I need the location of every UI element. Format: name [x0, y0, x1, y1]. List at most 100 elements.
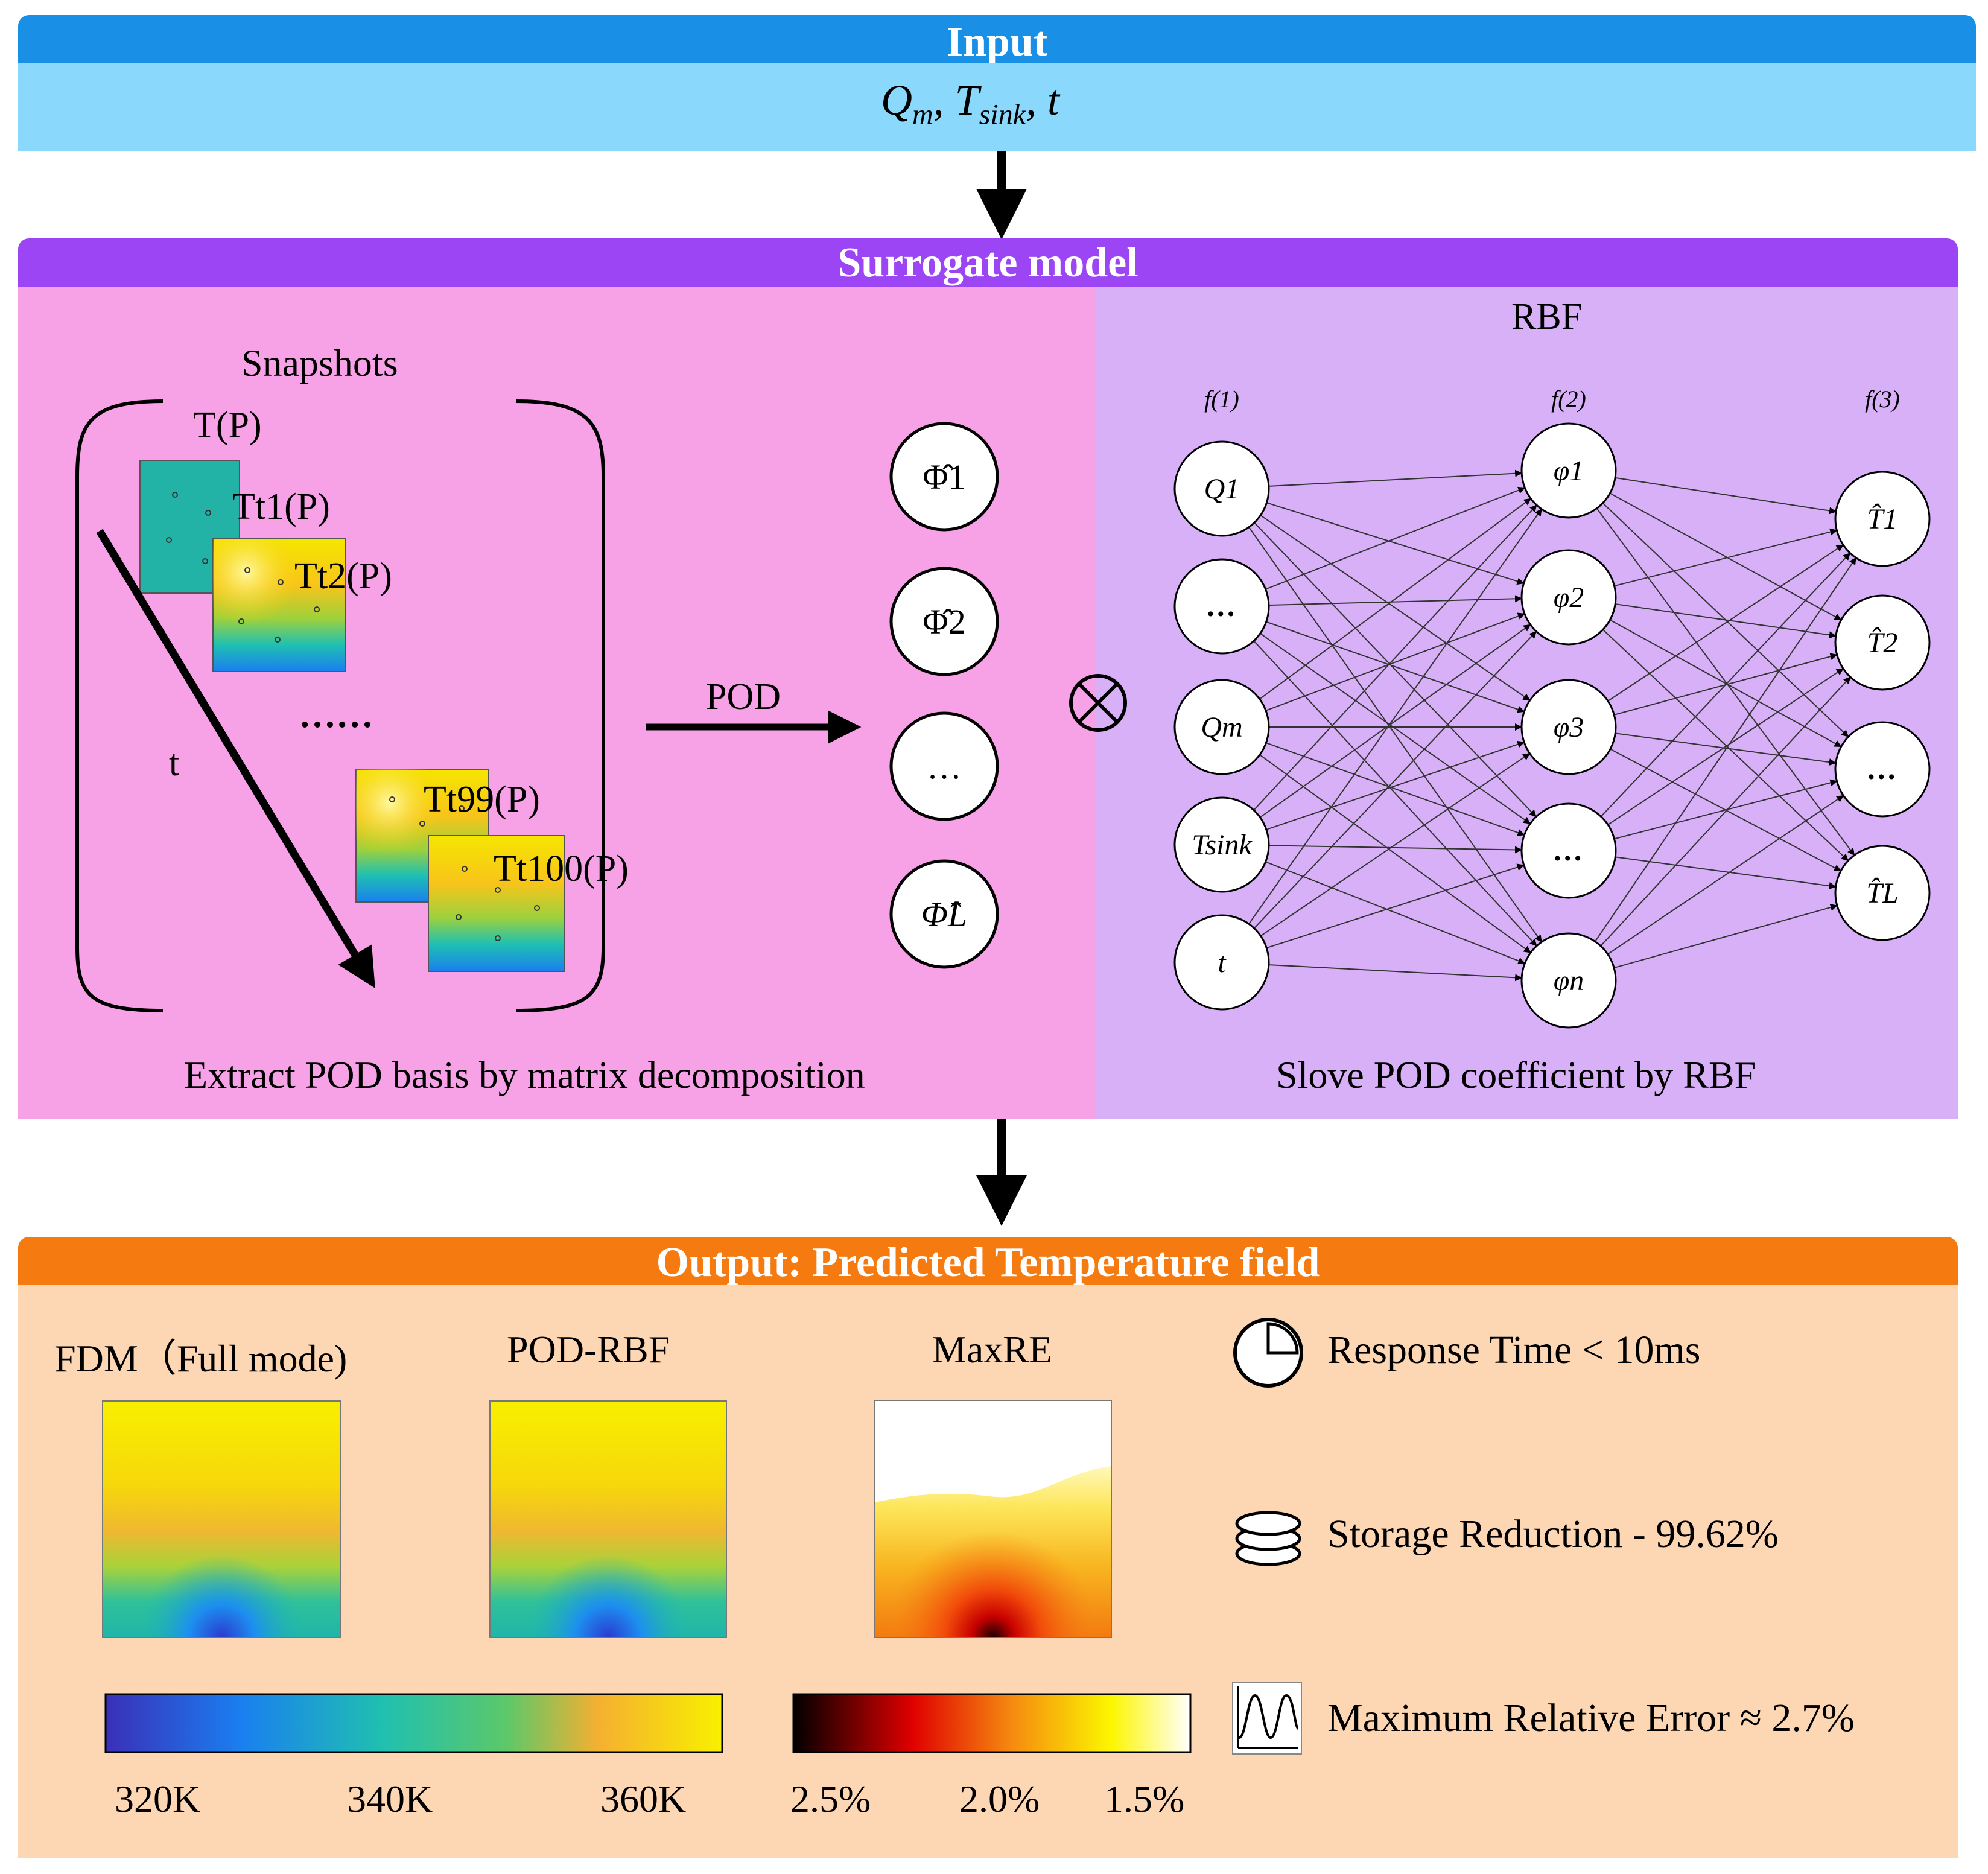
error-colorbar [792, 1693, 1192, 1753]
temp-tick-340: 340K [347, 1777, 433, 1820]
input-node [1173, 679, 1270, 775]
pod-basis: Φ̂1 Φ̂2 … Φ̂L [889, 422, 999, 969]
input-node [1173, 796, 1270, 893]
layer-label: f(3) [1865, 386, 1900, 413]
hidden-node-label: … [1554, 833, 1584, 867]
basis-node [889, 567, 999, 676]
network-edge [1600, 676, 1851, 947]
output-node-label: T̂1 [1867, 503, 1898, 535]
network-edge [1268, 964, 1523, 982]
time-label: t [169, 743, 180, 784]
network-edge [1615, 603, 1837, 639]
network-edge [1614, 779, 1838, 840]
temp-tick-320: 320K [115, 1777, 201, 1820]
snapshot-label-t100: Tt100(P) [494, 848, 629, 889]
snapshot-label-t1: Tt1(P) [232, 486, 330, 527]
network-edge [1265, 486, 1526, 590]
temperature-colorbar [104, 1693, 723, 1753]
err-tick-20: 2.0% [959, 1777, 1040, 1820]
metric-response-time: Response Time < 10ms [1327, 1328, 1701, 1372]
network-edge [1259, 624, 1531, 818]
hidden-node [1520, 549, 1617, 646]
input-node-label: Tsink [1192, 829, 1253, 861]
snapshots-diagram [75, 399, 862, 1012]
output-banner: Output: Predicted Temperature field [18, 1237, 1958, 1286]
network-edge [1266, 502, 1525, 585]
network-edge [1248, 527, 1542, 943]
input-variables: Qm, Tsink, t [881, 76, 1060, 131]
network-edge [1260, 752, 1531, 937]
pod-label: POD [706, 676, 781, 717]
hidden-node [1520, 932, 1617, 1029]
input-title: Input [946, 19, 1048, 65]
network-edge [1595, 557, 1856, 942]
output-node-label: … [1867, 752, 1897, 786]
err-tick-25: 2.5% [790, 1777, 871, 1820]
output-node [1834, 721, 1931, 818]
surrogate-title: Surrogate model [837, 240, 1138, 286]
hidden-node-label: φ1 [1554, 455, 1584, 487]
right-bracket [515, 399, 605, 1012]
layer-label: f(2) [1551, 386, 1586, 413]
input-node-label: t [1218, 947, 1227, 979]
input-node-label: … [1207, 589, 1237, 623]
pod-caption: Extract POD basis by matrix decompositio… [184, 1053, 865, 1096]
time-arrow [96, 529, 375, 988]
network-edge [1266, 863, 1525, 949]
database-icon [1235, 1511, 1301, 1566]
metric-storage: Storage Reduction - 99.62% [1327, 1512, 1779, 1556]
network-edge [1614, 528, 1838, 587]
snapshot-label-t2: Tt2(P) [294, 556, 392, 597]
network-edge [1615, 856, 1837, 890]
output-node [1834, 471, 1931, 567]
input-banner: Input [18, 15, 1976, 65]
network-edge [1607, 544, 1844, 702]
pod-panel [18, 287, 1095, 1119]
hidden-node [1520, 802, 1617, 899]
snapshot-label-t: T(P) [193, 405, 262, 446]
network-edge [1266, 740, 1525, 830]
network-edge [1615, 732, 1837, 766]
network-edge [1259, 754, 1531, 953]
output-fields [102, 1400, 1192, 1753]
output-node [1834, 845, 1931, 941]
snapshots-title: Snapshots [241, 341, 398, 384]
rbf-caption: Slove POD coefficient by RBF [1276, 1053, 1756, 1096]
basis-node [889, 711, 999, 821]
network-edge [1253, 504, 1537, 811]
basis-label: … [927, 747, 962, 786]
hidden-node-label: φ3 [1554, 711, 1584, 743]
snapshot-t100 [428, 835, 565, 972]
network-edge [1268, 595, 1523, 606]
basis-label: Φ̂L [921, 895, 967, 934]
basis-label: Φ̂2 [923, 602, 965, 641]
hidden-node [1520, 422, 1617, 519]
temp-tick-360: 360K [600, 1777, 687, 1820]
input-node-label: Q1 [1204, 473, 1240, 505]
output-node [1834, 594, 1931, 691]
snapshot-ellipsis: …… [299, 694, 373, 735]
input-node-label: Qm [1201, 711, 1242, 743]
hidden-node-label: φ2 [1554, 582, 1584, 614]
network-edge [1265, 861, 1526, 965]
network-edge [1613, 904, 1838, 969]
network-edge [1268, 845, 1523, 854]
network-edge [1596, 508, 1855, 856]
network-edge [1600, 552, 1851, 818]
network-edge [1615, 477, 1837, 515]
network-edge [1248, 508, 1542, 924]
panel-title-pod-rbf: POD-RBF [507, 1328, 670, 1371]
basis-node [889, 422, 999, 532]
network-edge [1260, 515, 1531, 701]
rbf-network: f(1)f(2)f(3)Q1…QmTsinktφ1φ2φ3…φnT̂1T̂2…T… [1173, 386, 1931, 1029]
err-tick-15: 1.5% [1104, 1777, 1185, 1820]
basis-label: Φ̂1 [923, 457, 965, 497]
output-node-label: T̂L [1866, 877, 1898, 909]
metric-max-error: Maximum Relative Error ≈ 2.7% [1327, 1696, 1855, 1740]
network-edge [1602, 629, 1849, 862]
network-edge [1607, 795, 1844, 955]
network-edge [1253, 640, 1537, 947]
layer-label: f(1) [1204, 386, 1239, 413]
network-edge [1266, 621, 1525, 713]
